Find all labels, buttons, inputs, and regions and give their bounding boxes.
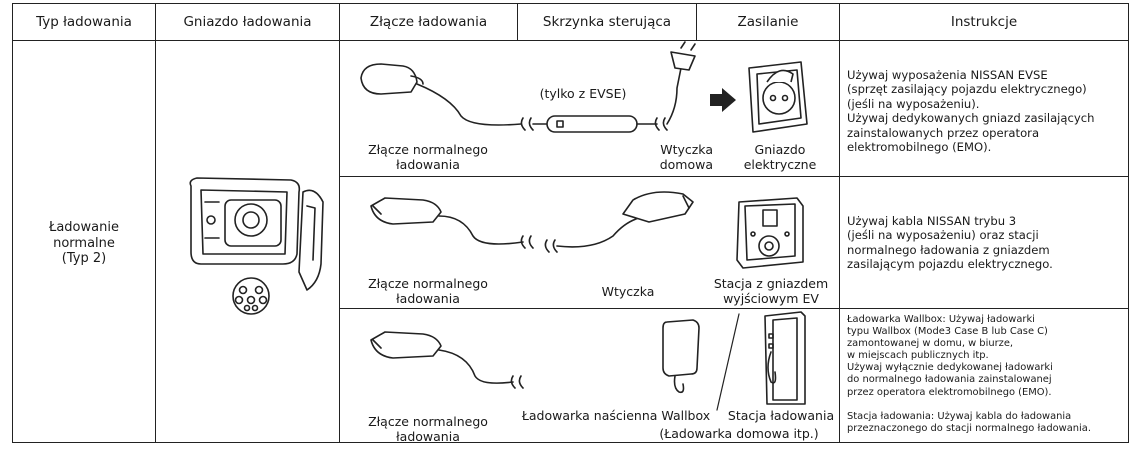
header-charge-port: Gniazdo ładowania xyxy=(183,14,312,30)
charge-type-label: Ładowanie normalne (Typ 2) xyxy=(49,220,119,266)
column-divider xyxy=(339,4,340,442)
row-divider xyxy=(339,308,1128,309)
wallbox-label: Ładowarka naścienna Wallbox xyxy=(521,408,711,423)
header-control-box: Skrzynka sterująca xyxy=(542,14,672,30)
ev-station-label: Stacja z gniazdem wyjściowym EV xyxy=(713,276,829,306)
mode3-cable-illustration xyxy=(363,186,703,270)
header-charge-type: Typ ładowania xyxy=(36,14,132,30)
row2-connector-label: Złącze normalnego ładowania xyxy=(368,276,488,306)
evse-cable-illustration xyxy=(351,41,711,152)
charging-station-label: Stacja ładowania xyxy=(727,408,835,423)
wallbox-cable-illustration xyxy=(363,320,543,404)
charging-station-illustration xyxy=(761,311,809,410)
column-divider xyxy=(696,4,697,40)
charging-station-socket-illustration xyxy=(733,192,813,278)
charging-table: Typ ładowania Gniazdo ładowania Złącze ł… xyxy=(12,3,1129,444)
header-power-supply: Zasilanie xyxy=(737,14,799,30)
row3-instructions: Ładowarka Wallbox: Używaj ładowarki typu… xyxy=(847,314,1091,434)
header-divider xyxy=(13,40,1128,41)
row2-instructions: Używaj kabla NISSAN trybu 3 (jeśli na wy… xyxy=(847,214,1053,272)
evse-label: (tylko z EVSE) xyxy=(539,86,627,101)
arrow-icon xyxy=(710,88,736,116)
column-divider xyxy=(839,4,840,442)
header-charge-connector: Złącze ładowania xyxy=(369,14,488,30)
row1-instructions: Używaj wyposażenia NISSAN EVSE (sprzęt z… xyxy=(847,68,1095,155)
column-divider xyxy=(155,4,156,442)
charge-port-illustration xyxy=(183,172,343,326)
home-plug-label: Wtyczka domowa xyxy=(659,142,713,172)
row1-connector-label: Złącze normalnego ładowania xyxy=(368,142,488,172)
header-instructions: Instrukcje xyxy=(950,14,1018,30)
home-charger-label: (Ładowarka domowa itp.) xyxy=(659,426,819,441)
electric-socket-illustration xyxy=(743,54,813,142)
electric-socket-label: Gniazdo elektryczne xyxy=(743,142,817,172)
row-divider xyxy=(339,176,1128,177)
wallbox-illustration xyxy=(653,318,703,402)
column-divider xyxy=(517,4,518,40)
divider-slash xyxy=(713,312,743,416)
plug-label: Wtyczka xyxy=(601,284,655,299)
row3-connector-label: Złącze normalnego ładowania xyxy=(368,414,488,444)
